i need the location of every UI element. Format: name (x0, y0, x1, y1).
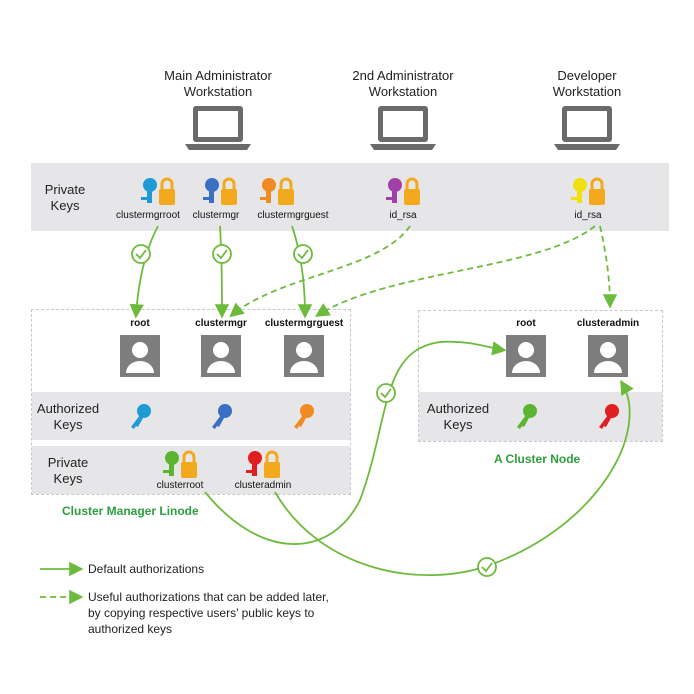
key-label-id-rsa-dev: id_rsa (574, 210, 602, 221)
laptop-icon (185, 106, 251, 150)
laptop-icon (370, 106, 436, 150)
key-lock-icon (141, 177, 175, 205)
key-lock-icon (203, 177, 237, 205)
node-user-label-root: root (516, 318, 536, 329)
key-icon (212, 404, 232, 429)
legend-solid-text: Default authorizations (88, 562, 205, 576)
manager-authorized-label: Authorized Keys (36, 401, 100, 432)
user-icon (120, 335, 160, 377)
manager-authorized-band (32, 392, 350, 440)
key-lock-icon (386, 177, 420, 205)
key-label-clustermgr: clustermgr (192, 210, 240, 221)
key-icon (294, 404, 314, 429)
cluster-node-title: A Cluster Node (494, 452, 581, 466)
key-label-clustermgrguest: clustermgrguest (257, 210, 329, 221)
workstation-second-label: 2nd Administrator Workstation (352, 68, 454, 99)
private-keys-band (31, 163, 669, 231)
user-icon (588, 335, 628, 377)
key-icon (517, 404, 537, 429)
cluster-node-box (418, 310, 663, 442)
key-lock-icon (571, 177, 605, 205)
workstation-developer-label: Developer Workstation (552, 68, 622, 99)
check-icon (131, 244, 497, 577)
key-label-id-rsa: id_rsa (389, 210, 417, 221)
legend-dashed-text: Useful authorizations that can be added … (88, 590, 329, 636)
key-lock-icon (246, 450, 280, 478)
cluster-manager-title: Cluster Manager Linode (62, 504, 199, 518)
user-label-clustermgr: clustermgr (195, 318, 247, 329)
user-icon (284, 335, 324, 377)
laptop-icon (554, 106, 620, 150)
node-user-label-clusteradmin: clusteradmin (576, 318, 640, 329)
manager-private-label: Private Keys (47, 455, 89, 486)
node-authorized-band (419, 392, 662, 441)
key-label-clusteradmin: clusteradmin (234, 480, 292, 491)
cluster-manager-box (31, 309, 351, 495)
user-label-root: root (130, 318, 150, 329)
key-icon (599, 404, 619, 429)
key-icon (131, 404, 151, 429)
user-icon (506, 335, 546, 377)
key-lock-icon (163, 450, 197, 478)
workstation-main-label: Main Administrator Workstation (164, 68, 272, 99)
user-icon (201, 335, 241, 377)
node-authorized-label: Authorized Keys (426, 401, 490, 432)
key-label-clusterroot: clusterroot (156, 480, 204, 491)
user-label-clustermgrguest: clustermgrguest (264, 318, 344, 329)
key-lock-icon (260, 177, 294, 205)
private-keys-label: Private Keys (44, 182, 86, 213)
key-label-clustermgrroot: clustermgrroot (116, 210, 180, 221)
